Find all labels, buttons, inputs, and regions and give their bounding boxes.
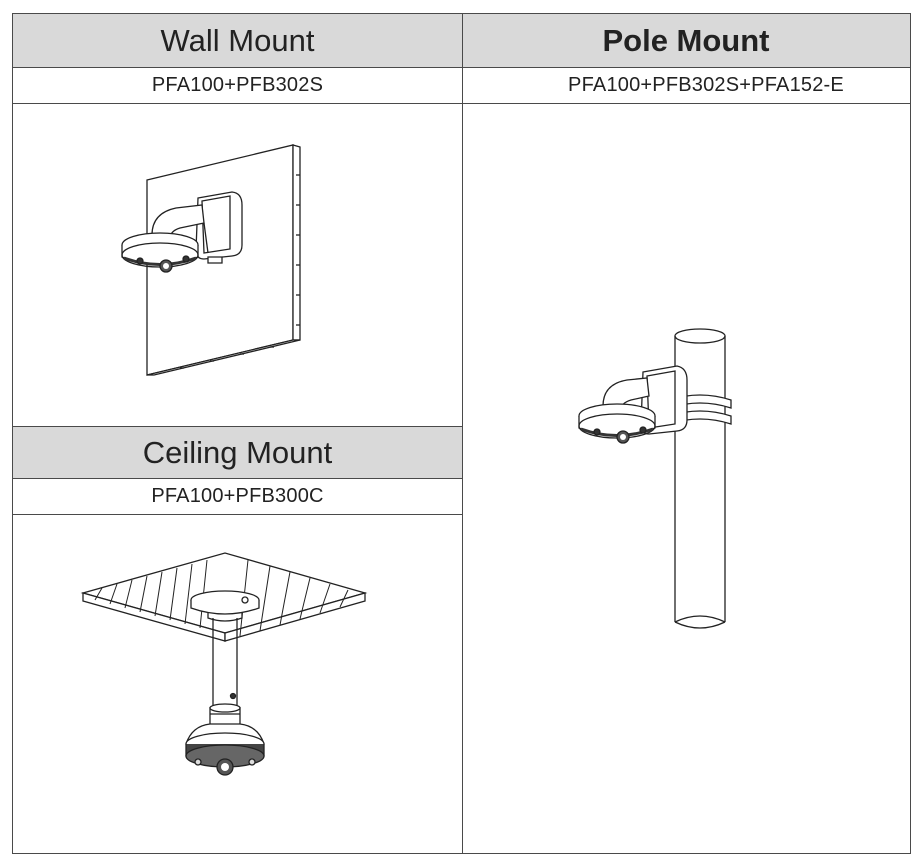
ceiling-header-bottom-divider	[12, 478, 463, 479]
ceiling-mount-header: Ceiling Mount	[13, 427, 462, 478]
wall-mount-header: Wall Mount	[13, 14, 462, 67]
pole-mount-illustration	[575, 320, 750, 640]
wall-mount-model-text: PFA100+PFB302S	[151, 73, 324, 96]
table-divider-vertical	[462, 13, 463, 854]
table-border-left	[12, 13, 13, 854]
pole-mount-header: Pole Mount	[462, 14, 910, 67]
wall-mount-model: PFA100+PFB302S	[13, 67, 462, 103]
ceiling-mount-title: Ceiling Mount	[142, 434, 333, 470]
header-row-divider	[12, 67, 911, 68]
ceiling-mount-illustration	[80, 548, 370, 783]
table-border-top	[12, 13, 911, 14]
table-border-right	[910, 13, 911, 854]
ceiling-mount-model-text: PFA100+PFB300C	[151, 484, 324, 507]
ceiling-header-top-divider	[12, 426, 463, 427]
ceiling-mount-model: PFA100+PFB300C	[13, 478, 462, 514]
wall-mount-illustration	[100, 135, 320, 385]
wall-mount-title: Wall Mount	[160, 22, 315, 58]
pole-mount-model: PFA100+PFB302S+PFA152-E	[462, 67, 910, 103]
ceiling-model-divider	[12, 514, 463, 515]
model-row-divider	[12, 103, 911, 104]
pole-mount-model-text: PFA100+PFB302S+PFA152-E	[568, 73, 844, 96]
table-border-bottom	[12, 853, 911, 854]
pole-mount-title: Pole Mount	[602, 22, 770, 58]
